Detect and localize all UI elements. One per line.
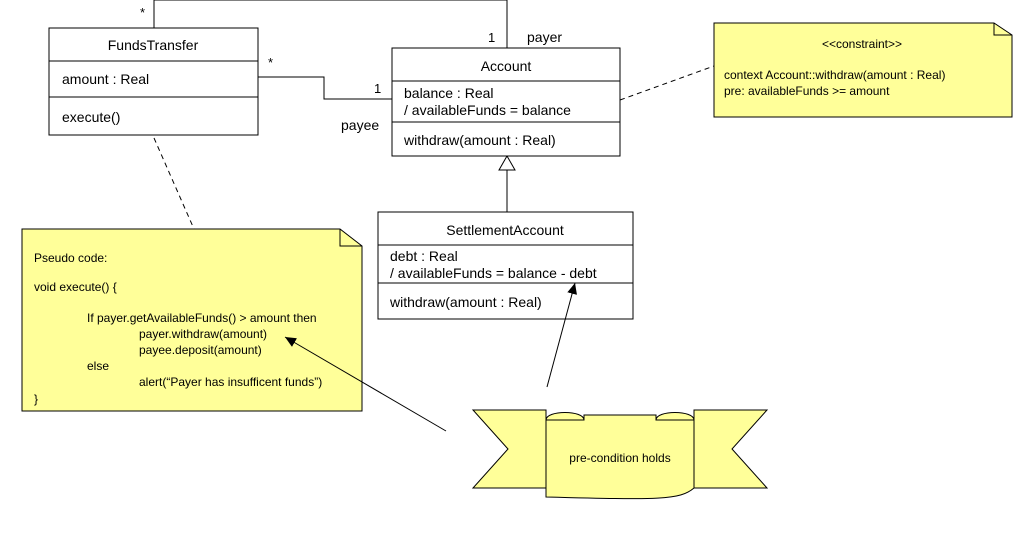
constraint-anchor-line [619,65,715,101]
class-name: FundsTransfer [108,37,199,53]
payee-target-multiplicity: 1 [374,81,381,96]
pseudo-code-anchor-line [153,137,195,230]
pseudo-code-note[interactable]: Pseudo code: void execute() { If payer.g… [21,228,363,412]
pseudo-code-line: If payer.getAvailableFunds() > amount th… [87,311,317,325]
banner-arrow-to-settlement-account [546,282,577,388]
class-account[interactable]: Account balance : Real / availableFunds … [391,47,621,157]
constraint-precondition-line: pre: availableFunds >= amount [724,84,890,98]
attribute-available-funds: / availableFunds = balance - debt [390,265,597,281]
pseudo-code-line: payee.deposit(amount) [139,343,262,357]
constraint-note[interactable]: <<constraint>> context Account::withdraw… [713,22,1013,118]
generalization-arrow [498,154,516,212]
operation-withdraw: withdraw(amount : Real) [389,294,542,310]
banner-arrow-to-pseudo-code [284,336,447,432]
pseudo-code-line: payer.withdraw(amount) [139,327,267,341]
pseudo-code-line: alert(“Payer has insufficent funds”) [139,375,322,389]
payer-source-multiplicity: * [140,5,145,20]
pseudo-code-line: } [34,392,38,406]
operation-execute: execute() [62,109,120,125]
payee-association: * 1 payee [258,55,392,133]
payee-role-label: payee [341,117,379,133]
attribute-available-funds: / availableFunds = balance [404,102,571,118]
operation-withdraw: withdraw(amount : Real) [403,132,556,148]
pseudo-code-line: else [87,359,109,373]
banner-label: pre-condition holds [569,451,670,465]
attribute-balance: balance : Real [404,85,494,101]
class-funds-transfer[interactable]: FundsTransfer amount : Real execute() [48,27,259,136]
class-name: SettlementAccount [446,222,564,238]
class-settlement-account[interactable]: SettlementAccount debt : Real / availabl… [377,211,634,320]
pre-condition-banner[interactable]: pre-condition holds [471,409,769,500]
payer-target-multiplicity: 1 [488,30,495,45]
attribute-amount: amount : Real [62,71,149,87]
payer-association: * 1 payer [140,0,562,48]
attribute-debt: debt : Real [390,248,458,264]
constraint-stereotype: <<constraint>> [822,37,902,51]
payer-role-label: payer [527,29,562,45]
constraint-context-line: context Account::withdraw(amount : Real) [724,68,945,82]
pseudo-code-line: void execute() { [34,280,117,294]
class-name: Account [481,58,532,74]
pseudo-code-line: Pseudo code: [34,251,107,265]
payee-source-multiplicity: * [268,55,273,70]
